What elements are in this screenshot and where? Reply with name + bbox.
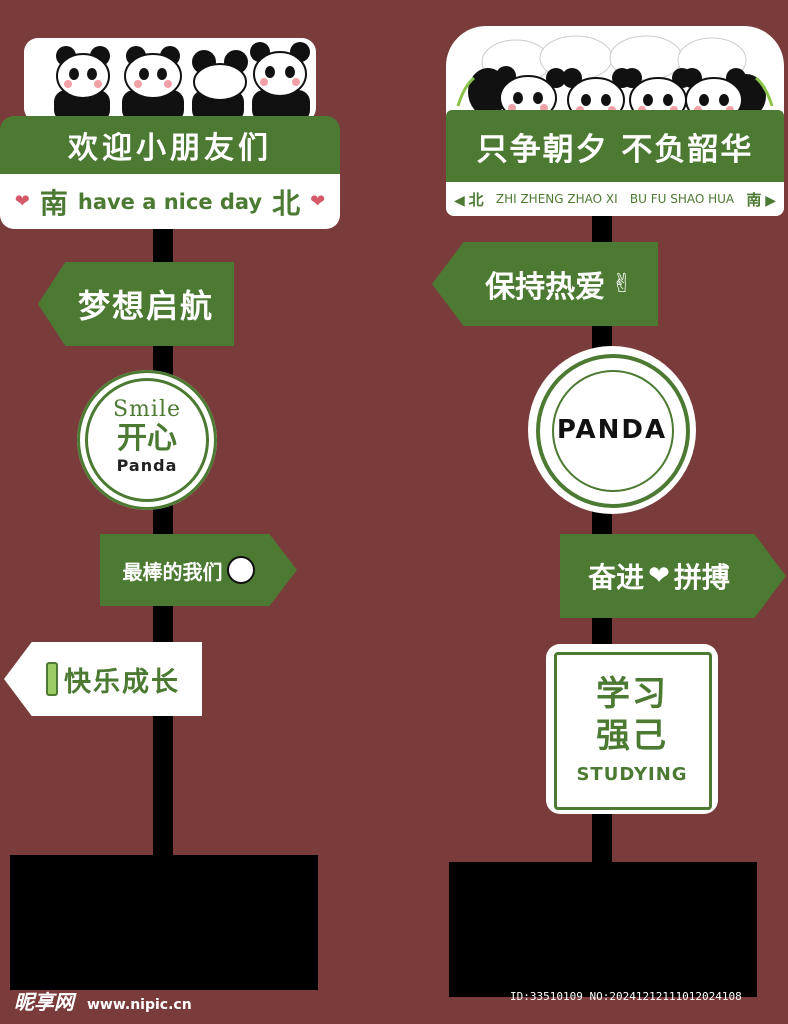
right-sub-pinyin-2: BU FU SHAO HUA: [629, 192, 735, 206]
right-sub-dir-north: 北: [468, 190, 484, 209]
square-sign-study: [546, 644, 718, 814]
circle-outer-ring: [536, 354, 690, 508]
arrow-sign-best: 最棒的我们: [100, 534, 297, 606]
arrow-sign-best-text: 最棒的我们: [122, 559, 223, 584]
right-top-subbar: ◀ 北 ZHI ZHENG ZHAO XI BU FU SHAO HUA 南 ▶: [446, 182, 784, 216]
right-base: [449, 862, 757, 997]
left-base: [10, 855, 318, 990]
circle-sign-panda: PANDA: [528, 346, 696, 514]
left-sub-phrase: have a nice day: [77, 189, 263, 214]
panda-group-icon: [54, 42, 310, 122]
right-sub-right-group: 南 ▶: [746, 189, 776, 210]
left-panda-panel: [24, 38, 316, 122]
study-line-3: STUDYING: [576, 764, 688, 785]
right-sub-dir-south: 南: [746, 190, 762, 209]
left-sub-dir-south: 南: [39, 186, 68, 220]
circle-inner-ring: [85, 378, 209, 502]
right-sub-pinyin-1: ZHI ZHENG ZHAO XI: [495, 192, 618, 206]
image-id-label: ID:33510109 NO:20241212111012024108: [510, 990, 742, 1003]
arrow-sign-strive: 奋进 ❤ 拼搏: [560, 534, 786, 618]
right-top-banner: 只争朝夕 不负韶华: [446, 110, 784, 182]
square-sign-frame: [554, 652, 712, 810]
triangle-right-icon: ▶: [765, 192, 776, 209]
right-top-banner-text: 只争朝夕 不负韶华: [476, 131, 754, 168]
triangle-left-icon: ◀: [454, 192, 465, 209]
arrow-sign-happy: 快乐成长: [4, 642, 202, 716]
arrow-sign-dream: 梦想启航: [38, 262, 234, 346]
arrow-sign-strive-text-1: 奋进: [588, 561, 645, 594]
heart-icon: ❤: [648, 561, 670, 591]
study-line-2: 强己: [596, 716, 668, 756]
arrow-sign-happy-text: 快乐成长: [64, 666, 180, 698]
left-top-subbar: ❤ 南 have a nice day 北 ❤: [0, 174, 340, 229]
heart-icon: ❤: [310, 191, 326, 212]
left-top-banner-text: 欢迎小朋友们: [68, 131, 272, 166]
arrow-sign-strive-text-2: 拼搏: [673, 561, 730, 594]
victory-hand-icon: ✌: [611, 269, 633, 299]
left-sub-dir-north: 北: [272, 186, 301, 220]
arrow-sign-keep-text: 保持热爱: [485, 270, 606, 305]
heart-icon: ❤: [14, 191, 30, 212]
panda-icon: [226, 556, 255, 584]
right-sub-left-group: ◀ 北: [454, 189, 484, 210]
left-top-banner: 欢迎小朋友们: [0, 116, 340, 174]
watermark-brand: 昵享网: [14, 990, 74, 1014]
arrow-sign-keep: 保持热爱 ✌: [432, 242, 658, 326]
study-line-1: 学习: [596, 674, 668, 714]
circle-panda-text: PANDA: [556, 415, 668, 445]
arrow-sign-dream-text: 梦想启航: [77, 287, 214, 325]
circle-inner-ring: [552, 370, 674, 492]
circle-sign-smile: Smile 开心 Panda: [77, 370, 217, 510]
watermark: 昵享网 www.nipic.cn: [14, 986, 192, 1015]
bamboo-icon: [46, 662, 58, 696]
watermark-url: www.nipic.cn: [86, 997, 192, 1013]
